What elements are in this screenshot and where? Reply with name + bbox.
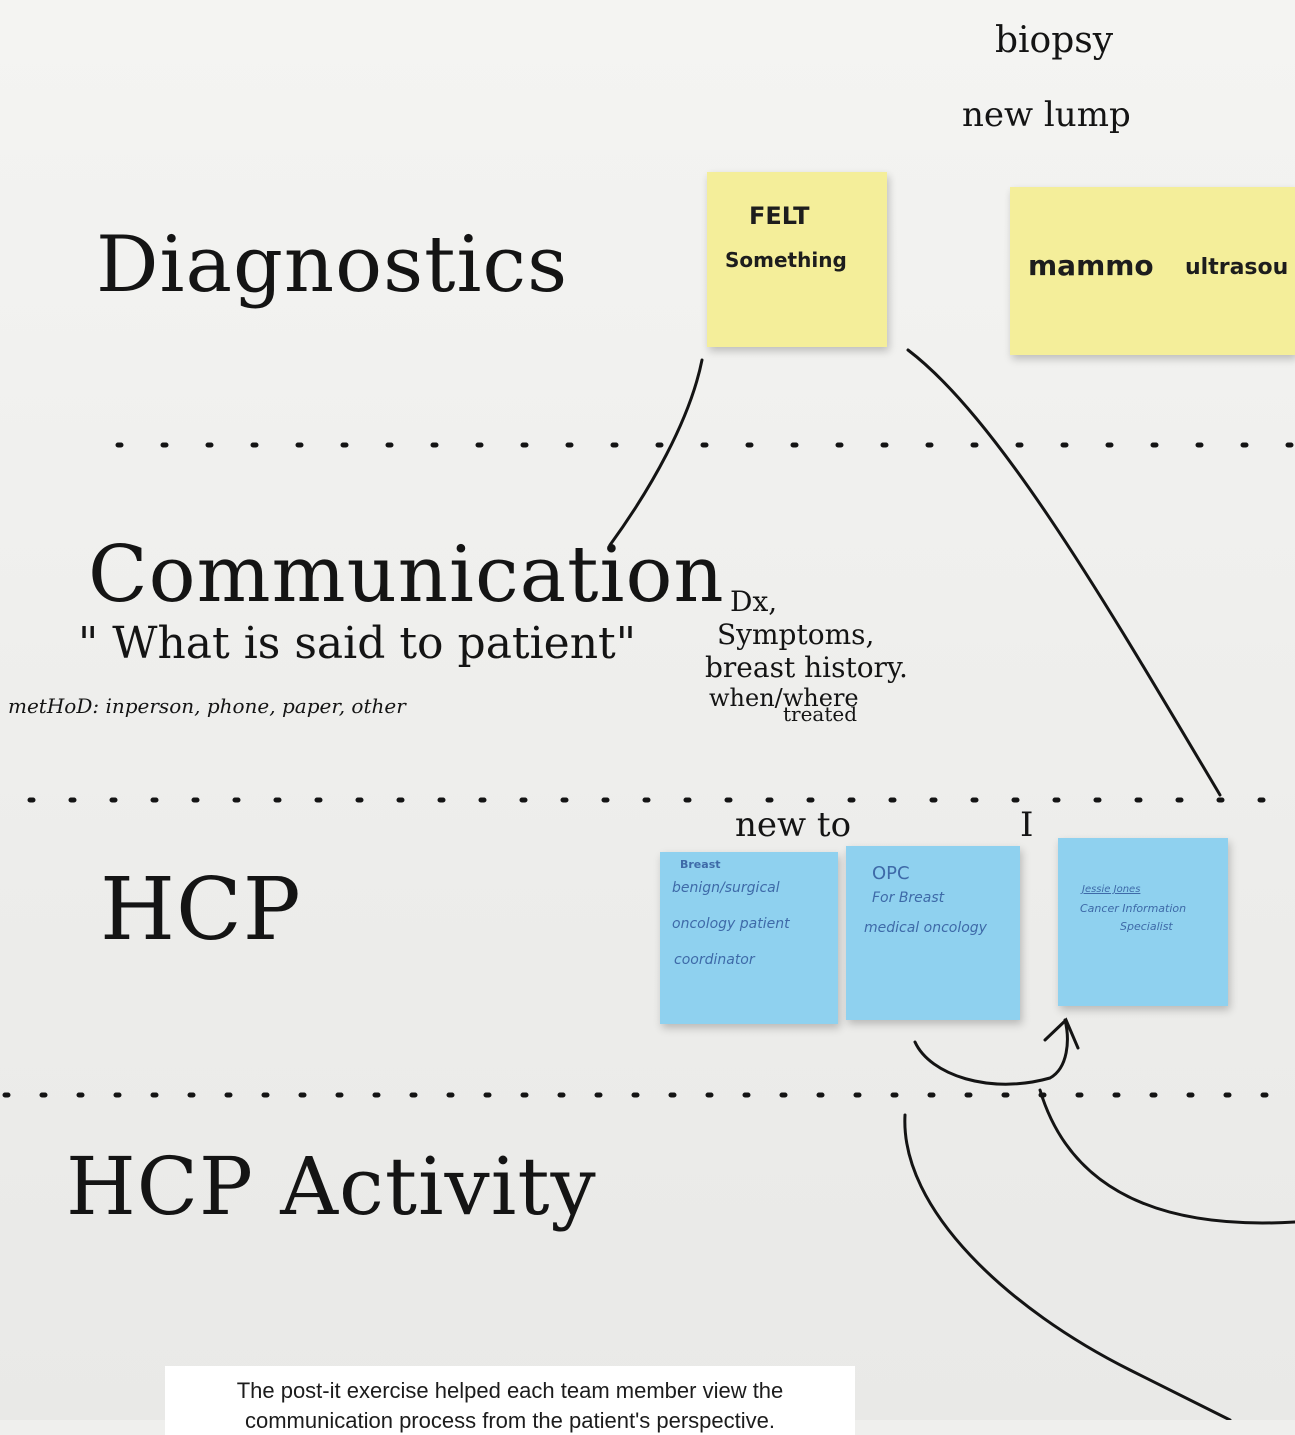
side-note-line: Symptoms, [717, 618, 875, 651]
sticky-text: medical oncology [864, 920, 987, 936]
sticky-felt-something: FELT Something [707, 172, 887, 347]
sticky-breast-coordinator: Breast benign/surgical oncology patient … [660, 852, 838, 1024]
communication-subtitle: " What is said to patient" [78, 618, 636, 669]
communication-method: metHoD: inperson, phone, paper, other [8, 694, 406, 718]
note-new-lump: new lump [962, 95, 1131, 135]
sticky-text: Breast [680, 858, 721, 871]
row-title-hcp-activity: HCP Activity [66, 1140, 597, 1233]
sticky-opc: OPC For Breast medical oncology [846, 846, 1020, 1020]
long-curve-2 [1038, 1088, 1295, 1225]
side-note: Dx, Symptoms, breast history. when/where… [705, 585, 908, 726]
caption-line: communication process from the patient's… [245, 1407, 775, 1433]
row-title-communication: Communication [88, 530, 725, 620]
note-new-to: new to [735, 805, 852, 845]
sticky-text: benign/surgical [672, 880, 780, 896]
row-title-diagnostics: Diagnostics [96, 220, 569, 310]
sticky-text: ultrasou [1185, 255, 1289, 280]
side-note-line: when/where [709, 684, 859, 712]
arrow-head [1043, 1017, 1080, 1050]
sticky-text: coordinator [674, 952, 755, 968]
long-curve-1 [903, 1113, 1232, 1420]
sticky-text: Cancer Information [1080, 902, 1187, 915]
connector-lines [608, 348, 1295, 1420]
sticky-cancer-info-specialist: Jessie Jones Cancer Information Speciali… [1058, 838, 1228, 1006]
sticky-text: FELT [749, 202, 810, 230]
sticky-text: For Breast [872, 890, 945, 906]
felt-to-hcp-line [906, 348, 1222, 797]
felt-to-communication-line [608, 358, 704, 547]
photo-caption: The post-it exercise helped each team me… [165, 1366, 855, 1435]
sticky-text: Jessie Jones [1082, 884, 1141, 895]
side-note-line: breast history. [705, 651, 908, 684]
sticky-text: Specialist [1120, 920, 1173, 933]
side-note-line: Dx, [730, 585, 778, 618]
side-note-line: treated [783, 702, 858, 726]
caption-line: The post-it exercise helped each team me… [236, 1378, 784, 1403]
row-title-hcp: HCP [100, 860, 302, 960]
loop-arrow-line [913, 1018, 1069, 1086]
sticky-text: OPC [872, 863, 910, 884]
sticky-text: oncology patient [672, 916, 790, 932]
sticky-mammo-ultrasound: mammo ultrasou [1010, 187, 1295, 355]
divider-lines [2, 442, 1295, 1098]
sticky-text: mammo [1028, 249, 1154, 282]
note-biopsy: biopsy [995, 20, 1114, 61]
sticky-text: Something [725, 248, 847, 272]
note-mark: I [1020, 805, 1034, 845]
